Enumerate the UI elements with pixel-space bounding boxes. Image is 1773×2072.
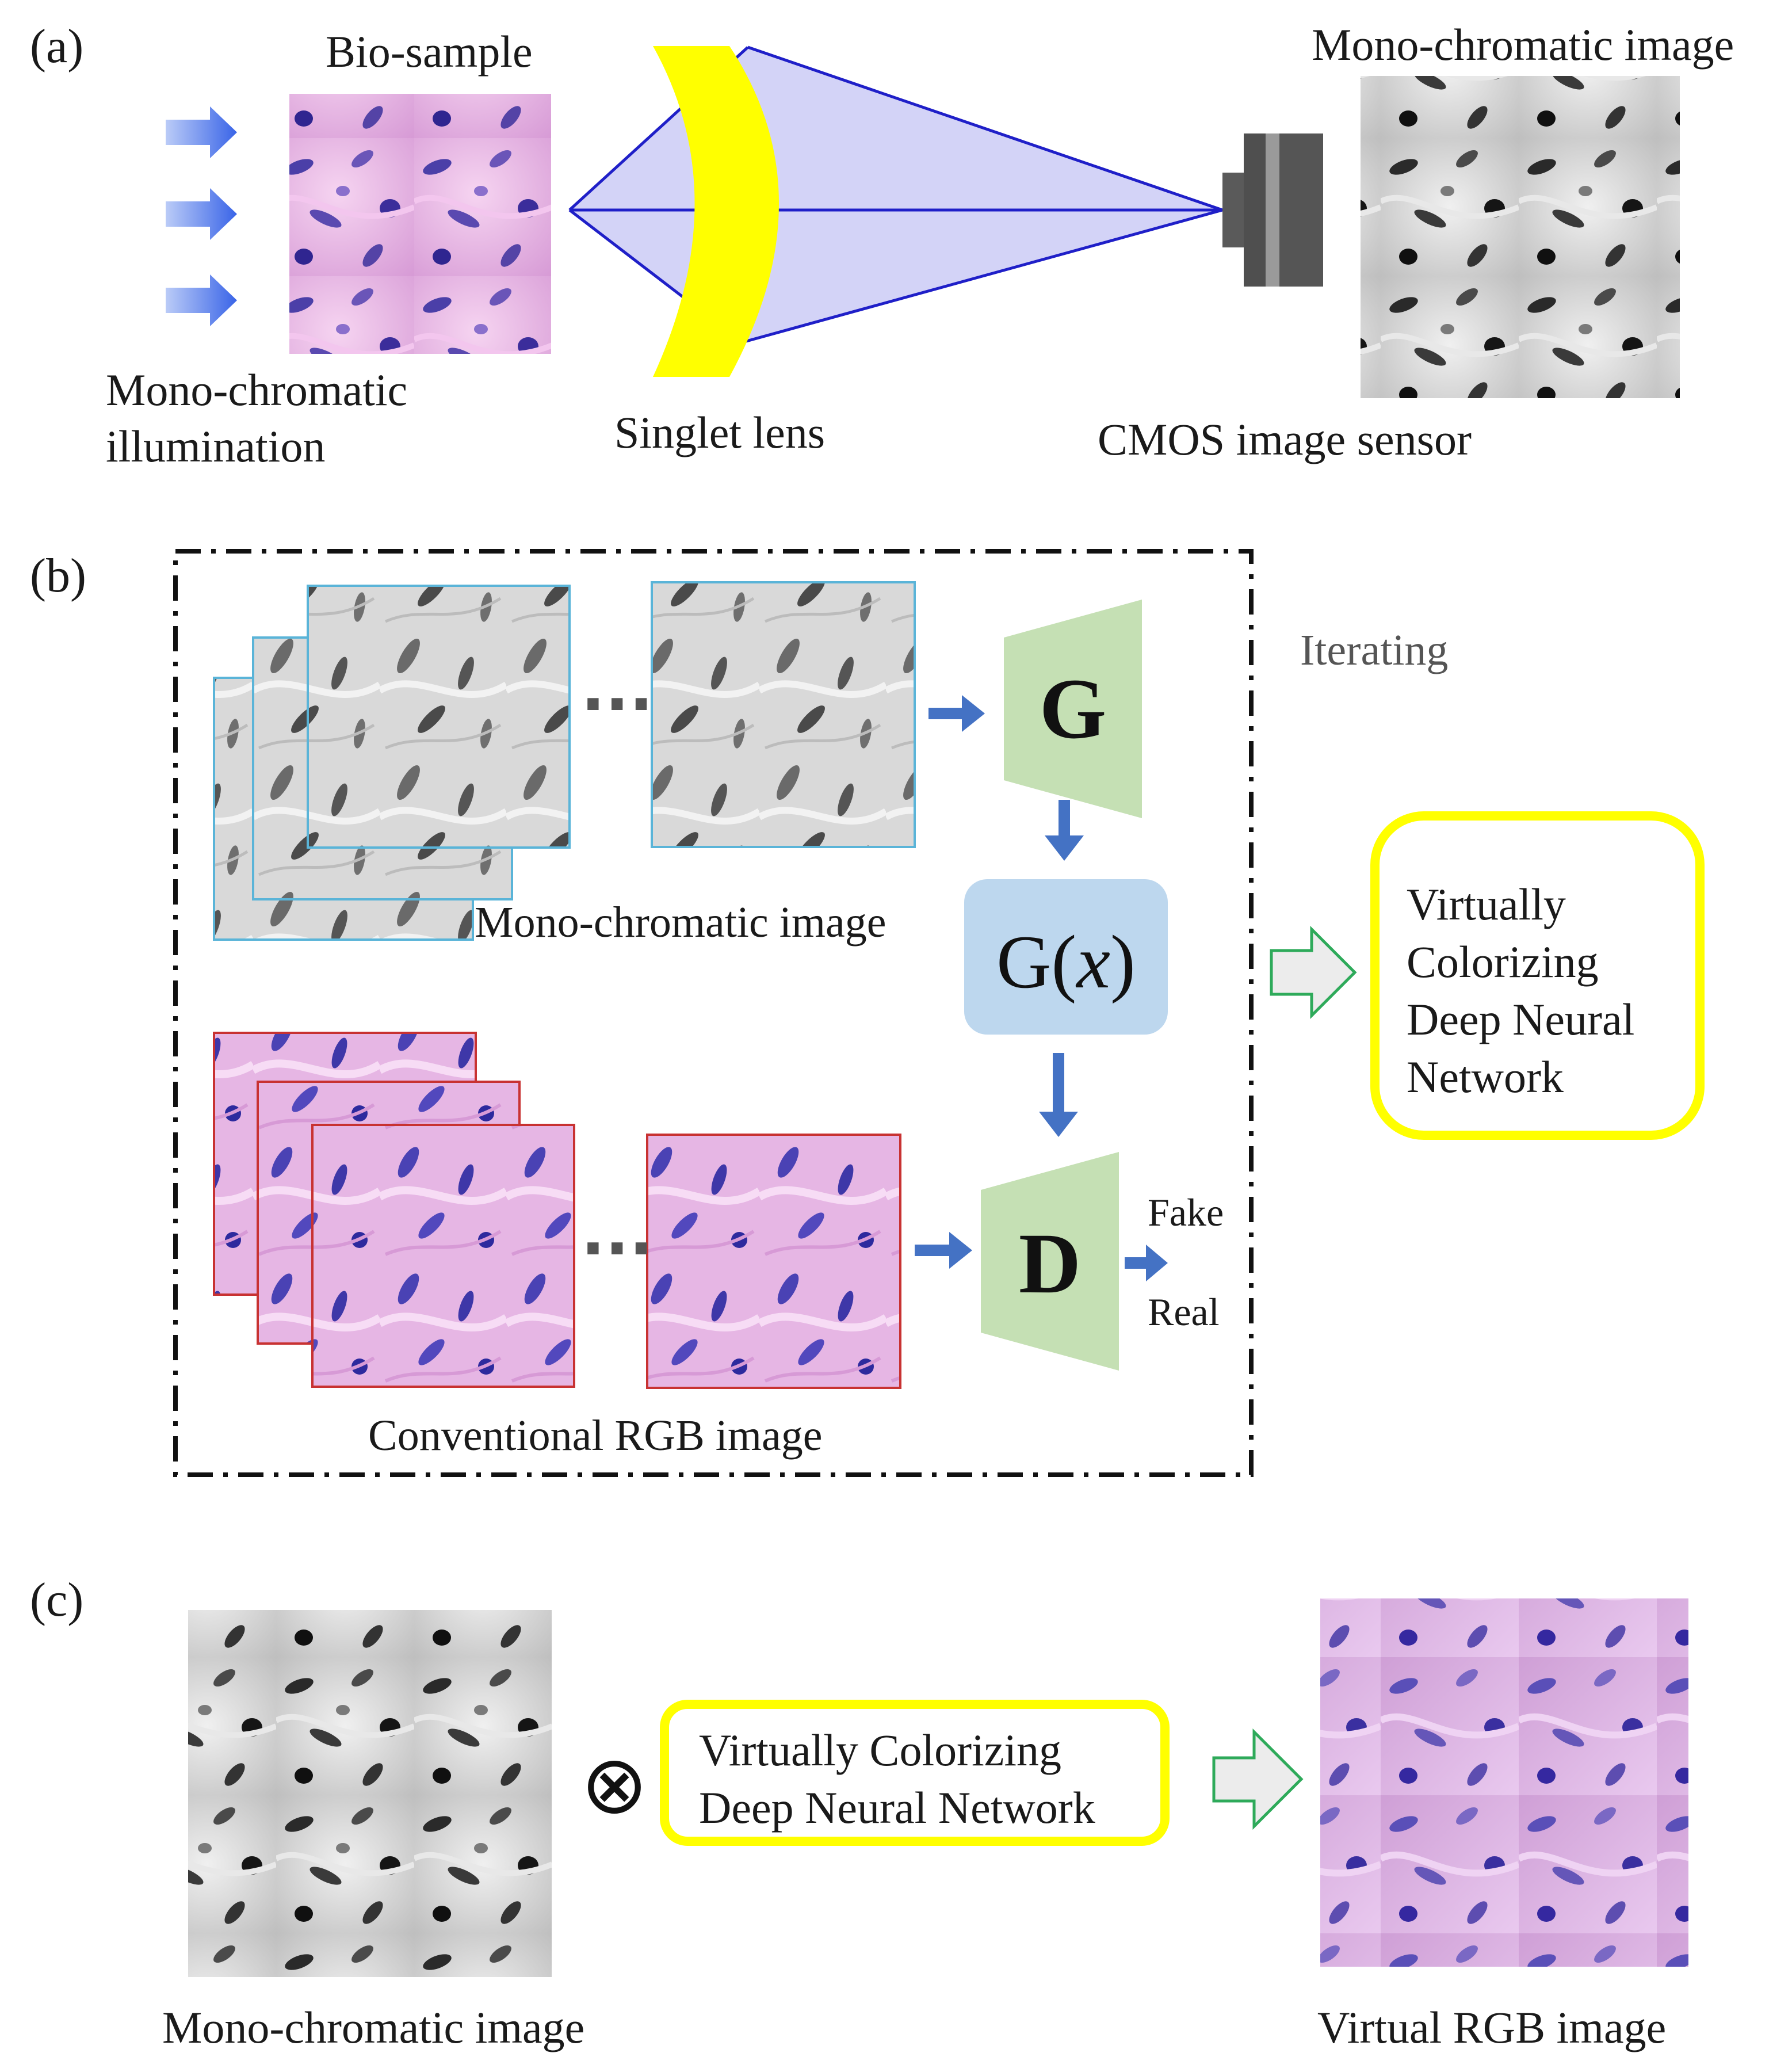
rgb-sample-image [646,1134,901,1389]
illumination-arrows [166,106,237,326]
mono-image-label-a: Mono-chromatic image [1312,20,1734,70]
arrow-right-icon [915,1232,972,1269]
discriminator-block: D [981,1152,1119,1371]
mono-image-stack [213,581,916,941]
mono-stack-image [307,585,571,849]
mono-ellipsis: ··· [581,667,653,741]
network-box-b-line2: Colorizing [1407,937,1599,987]
input-mono-image [188,1610,552,1977]
network-box-c [660,1700,1170,1846]
bio-sample-image [289,94,551,354]
mono-chromatic-output-image [1361,76,1680,398]
panel-b: (b) Iterating ··· Mono-chromatic image ·… [30,549,1705,1477]
rgb-stack-label: Conventional RGB image [368,1411,822,1460]
virtual-rgb-label: Virtual RGB image [1317,2002,1666,2052]
mono-stack-label: Mono-chromatic image [475,898,886,947]
illumination-arrow-icon [166,188,237,240]
generator-output-label: G(x) [996,919,1136,1004]
fake-label: Fake [1148,1190,1224,1234]
arrow-down-icon [1045,800,1084,861]
generator-output-suffix: ) [1110,919,1136,1004]
generator-output-box [964,879,1168,1035]
virtual-rgb-image [1320,1598,1688,1967]
network-box-c-line1: Virtually Colorizing [699,1725,1061,1775]
panel-a: (a) Mono-chromatic illumination Bio-samp… [30,20,1734,471]
iterating-label: Iterating [1300,626,1448,674]
network-box-b-line4: Network [1407,1052,1564,1102]
rgb-ellipsis: ··· [581,1212,653,1285]
outline-arrow-icon [1212,1728,1304,1830]
generator-block: G [1004,600,1142,818]
cmos-sensor-icon [1222,133,1323,287]
discriminator-label: D [1019,1216,1081,1311]
network-box-b-line1: Virtually [1407,879,1566,929]
real-label: Real [1148,1290,1220,1334]
arrow-down-icon [1039,1053,1078,1137]
bio-sample-label: Bio-sample [326,26,533,77]
singlet-lens [653,46,779,377]
operator-icon: ⊗ [580,1738,648,1832]
rgb-image-stack [213,1032,901,1389]
network-box-b [1370,811,1705,1140]
generator-output-var: x [1075,919,1110,1004]
discriminator-shape [981,1152,1119,1371]
panel-a-label: (a) [30,20,83,73]
illumination-label-line1: Mono-chromatic [106,365,407,415]
generator-label: G [1040,661,1107,757]
training-loop-boundary [173,549,1254,1477]
arrow-right-icon [928,695,985,732]
panel-c-label: (c) [30,1573,83,1627]
rgb-stack-image [311,1124,575,1388]
arrow-right-icon [1125,1245,1168,1281]
generator-output-block: G(x) [964,879,1168,1035]
panel-b-label: (b) [30,549,86,602]
network-box-b-line3: Deep Neural [1407,994,1634,1044]
illumination-label-line2: illumination [106,421,325,471]
illumination-arrow-icon [166,106,237,158]
generator-output-prefix: G( [996,919,1076,1004]
lens-label: Singlet lens [614,407,825,457]
network-box-c-line2: Deep Neural Network [699,1783,1095,1833]
light-cone [570,47,1222,342]
outline-arrow-icon [1270,925,1357,1020]
sensor-label: CMOS image sensor [1098,414,1472,464]
mono-sample-image [651,581,916,848]
panel-c: (c) Mono-chromatic image ⊗ Virtually Col… [30,1573,1688,2052]
flow-arrows [915,695,1168,1281]
generator-shape [1004,600,1142,818]
mono-image-label-c: Mono-chromatic image [162,2002,584,2052]
illumination-arrow-icon [166,274,237,326]
